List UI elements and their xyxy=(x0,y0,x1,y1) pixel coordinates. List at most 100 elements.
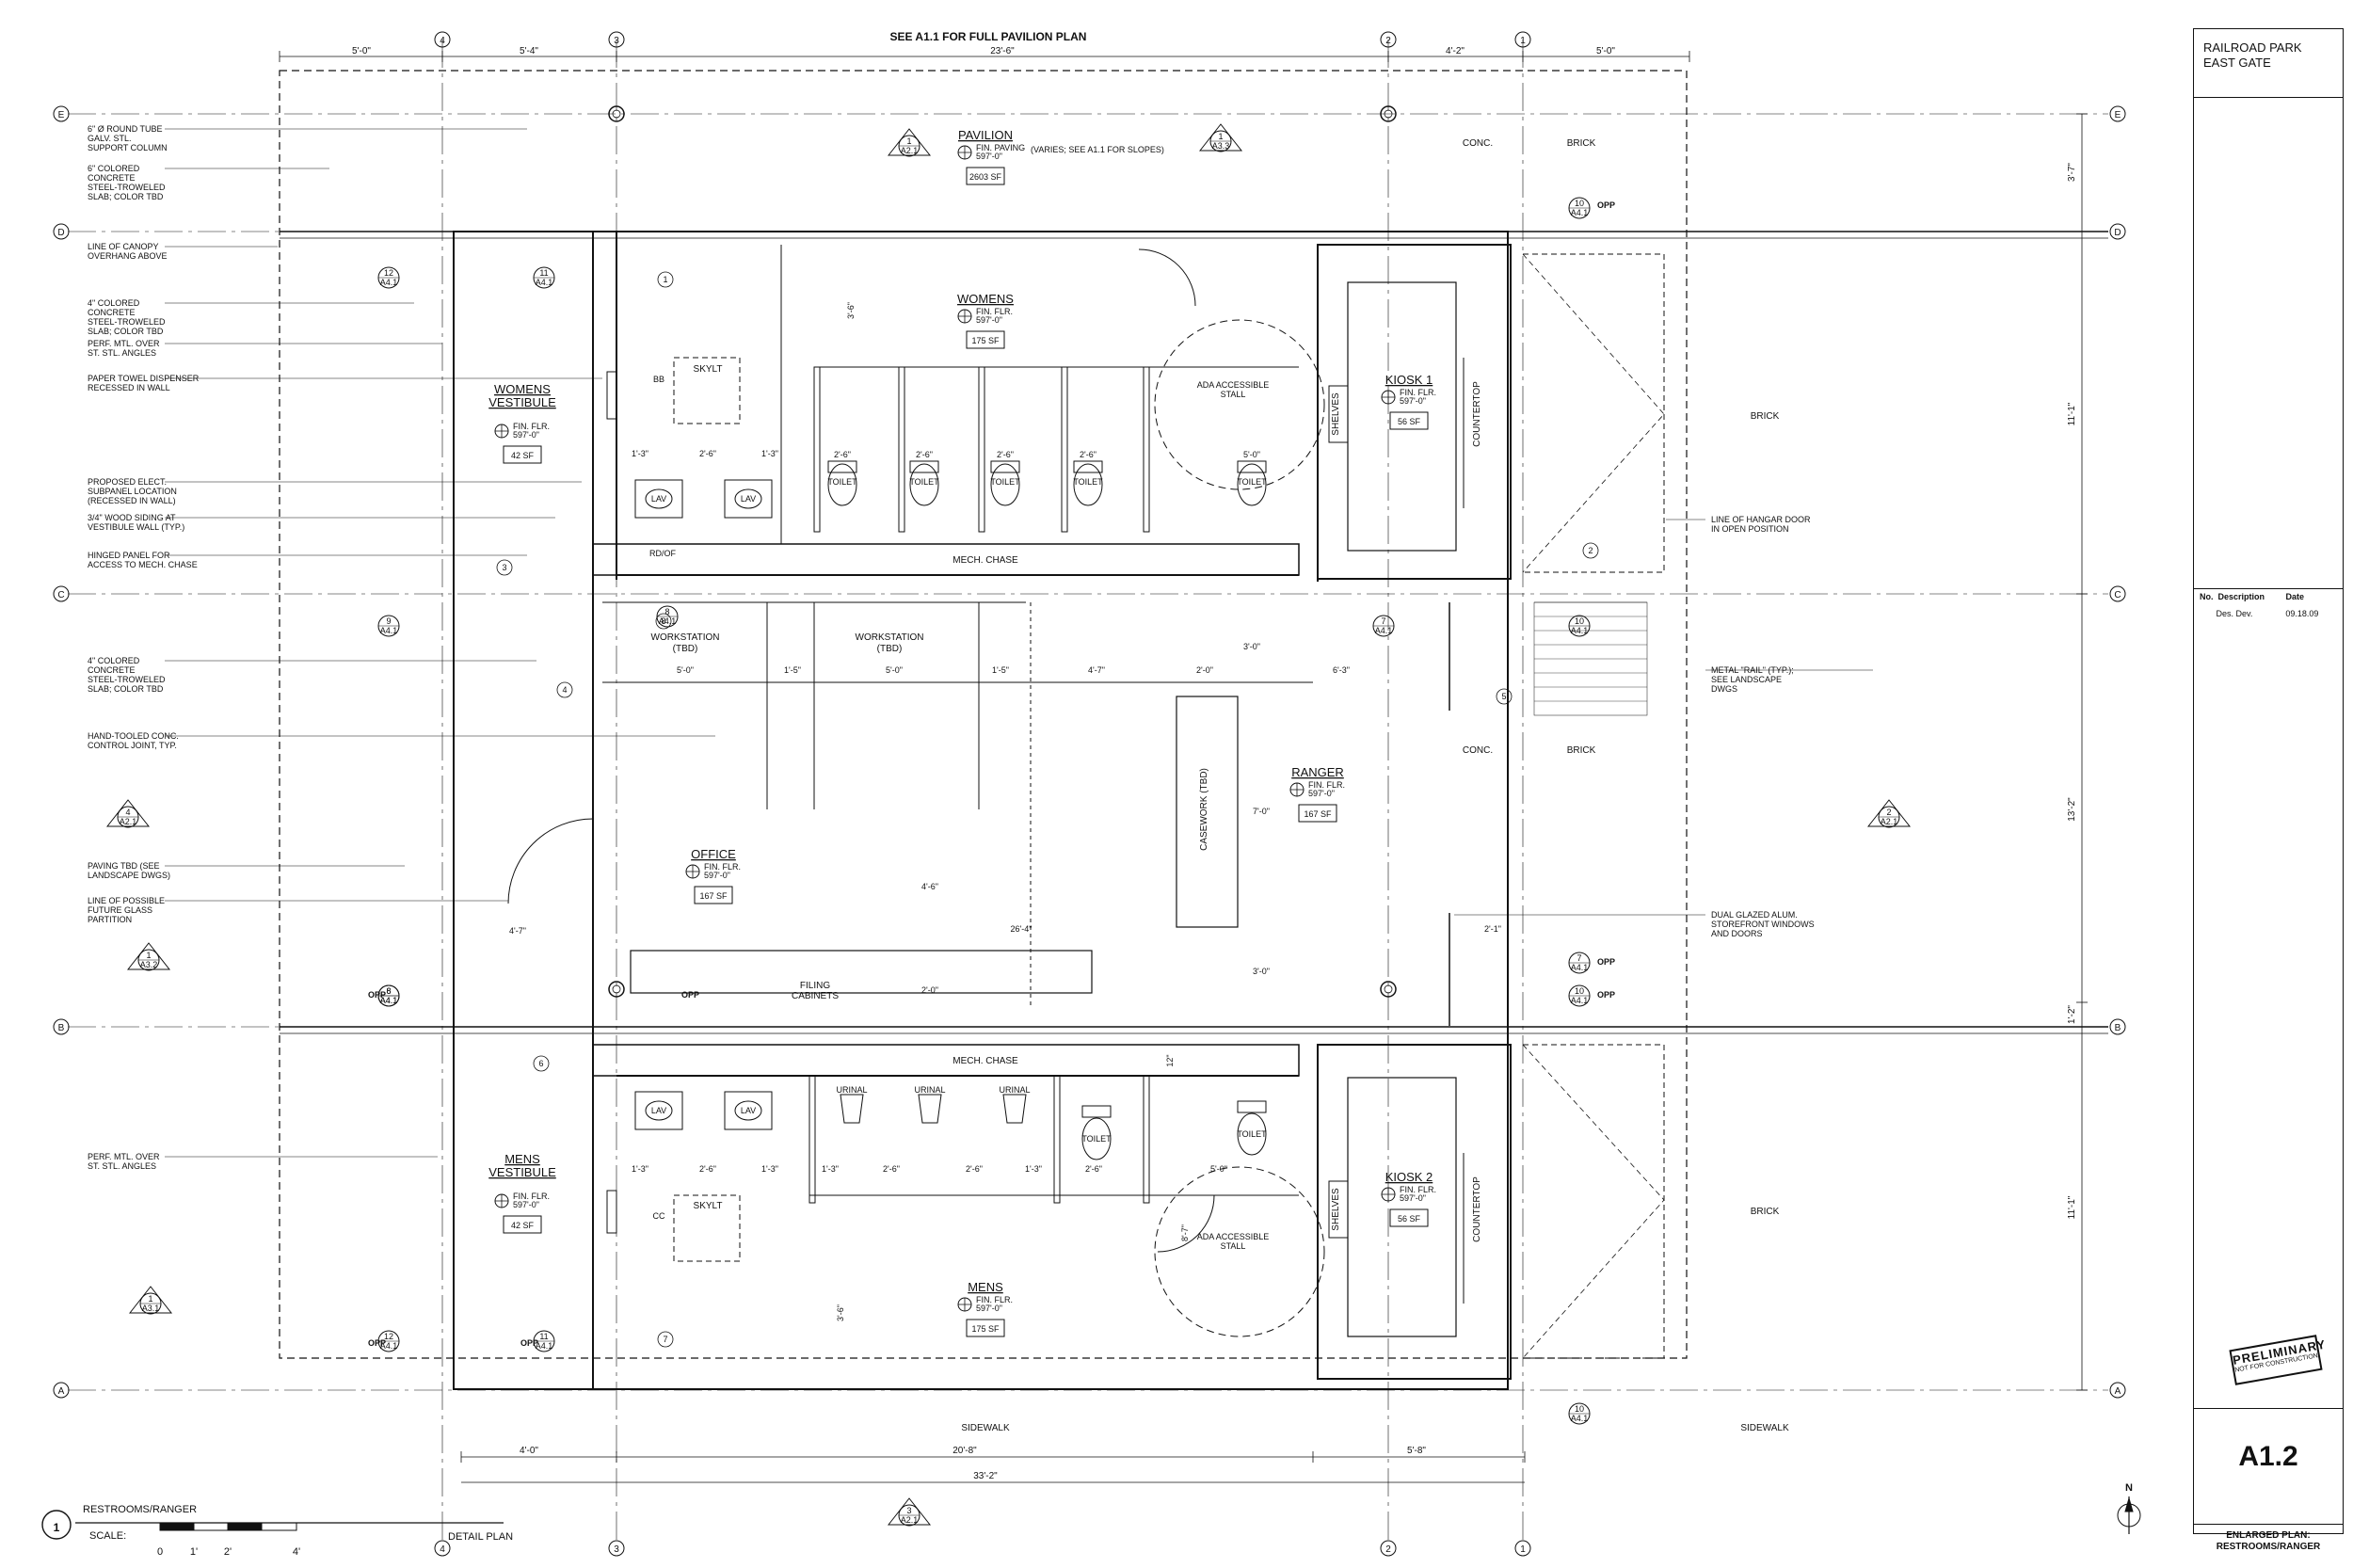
support-column-inner xyxy=(1384,109,1393,119)
room-area-box xyxy=(503,1215,542,1234)
dim-label-top: 5'-0" xyxy=(1596,46,1615,56)
room-elevation: 597'-0" xyxy=(513,1200,539,1209)
keynote-tag xyxy=(655,613,672,630)
elevation-marker-cross xyxy=(958,310,971,323)
room-elevation: 597'-0" xyxy=(976,152,1002,161)
mens-partition xyxy=(1053,1075,1061,1204)
general-note: CONCRETE xyxy=(88,665,136,675)
stall-partition xyxy=(1061,366,1068,533)
dim-interior: 2'-6" xyxy=(699,449,716,458)
grid-label: 3 xyxy=(614,36,619,46)
sidewalk-label: SIDEWALK xyxy=(1740,1423,1789,1433)
ada-label: ADA ACCESSIBLE xyxy=(1197,380,1270,390)
support-column-inner xyxy=(1384,984,1393,994)
elevation-marker-cross xyxy=(495,424,508,438)
drawing-number: 1 xyxy=(54,1521,60,1534)
support-column xyxy=(608,105,625,122)
support-column-inner xyxy=(612,109,621,119)
skylight-label: SKYLT xyxy=(694,1201,723,1211)
grid-bubble xyxy=(53,1018,70,1035)
building-outline xyxy=(453,231,1509,1390)
grid-label: 1 xyxy=(1520,36,1526,46)
revision-header: No. Description Date xyxy=(2200,592,2305,601)
keynote-number: 5 xyxy=(1501,692,1506,701)
room-elevation: 597'-0" xyxy=(1400,1193,1426,1203)
detail-number: 10 xyxy=(1575,199,1584,208)
dim-label-top: 4'-2" xyxy=(1446,46,1465,56)
stall-partition xyxy=(898,366,905,533)
general-note: ACCESS TO MECH. CHASE xyxy=(88,560,198,569)
room-finish: FIN. FLR. xyxy=(1400,1185,1436,1194)
keynote-number: 1 xyxy=(663,275,667,284)
grid-label: 4 xyxy=(440,1544,445,1555)
toilet-icon xyxy=(990,463,1020,506)
ada-label: STALL xyxy=(1221,390,1246,399)
revision-row: Des. Dev. 09.18.09 xyxy=(2216,609,2319,618)
filing-cabinets xyxy=(630,950,1093,994)
stall-partition xyxy=(1143,366,1150,533)
lav-counter xyxy=(634,1091,683,1130)
dim-label-top: 5'-0" xyxy=(352,46,371,56)
general-note: RECESSED IN WALL xyxy=(88,383,170,392)
dim-interior: 2'-0" xyxy=(921,985,938,995)
sink-icon xyxy=(645,1100,673,1121)
dim-interior: 1'-5" xyxy=(784,665,801,675)
brick-label: BRICK xyxy=(1567,138,1596,149)
room-finish: FIN. PAVING xyxy=(976,143,1025,152)
sink-icon xyxy=(645,488,673,509)
sheet-number: A1.2 xyxy=(2238,1441,2298,1472)
grid-bubble xyxy=(608,31,625,48)
ada-label: STALL xyxy=(1221,1241,1246,1251)
detail-sheet: A4.1 xyxy=(1571,626,1589,635)
scale-tick: 4' xyxy=(293,1546,300,1558)
keynote-number: 7 xyxy=(663,1335,667,1344)
detail-number: 10 xyxy=(1575,1404,1584,1414)
keynote-tag xyxy=(1496,688,1513,705)
stall-dim: 2'-6" xyxy=(834,450,851,459)
room-elevation: 597'-0" xyxy=(976,1304,1002,1313)
general-note: ST. STL. ANGLES xyxy=(88,348,156,358)
ada-label: ADA ACCESSIBLE xyxy=(1197,1232,1270,1241)
general-note: (RECESSED IN WALL) xyxy=(88,496,176,505)
dim-label-right: 11'-1" xyxy=(2067,402,2077,425)
ada-turning-circle xyxy=(1154,319,1325,490)
general-note: SUBPANEL LOCATION xyxy=(88,487,177,496)
opp-label: OPP xyxy=(1597,990,1615,1000)
toilet-icon xyxy=(1237,463,1267,506)
general-note: CONCRETE xyxy=(88,173,136,183)
room-name: OFFICE xyxy=(691,847,736,861)
scale-tick: 0 xyxy=(157,1546,163,1558)
urinal-icon xyxy=(840,1094,864,1124)
section-sheet: A3.1 xyxy=(142,1304,160,1313)
title-divider xyxy=(2194,97,2343,98)
general-note: 4" COLORED xyxy=(88,298,140,308)
dim-interior: 6'-3" xyxy=(1333,665,1350,675)
dim-interior: 8'-7" xyxy=(1180,1224,1190,1241)
detail-sheet: A4.1 xyxy=(659,616,677,626)
general-note: 4" COLORED xyxy=(88,656,140,665)
toilet-icon xyxy=(1237,1112,1267,1156)
grid-label: A xyxy=(58,1386,65,1397)
urinal-label: URINAL xyxy=(914,1085,945,1095)
general-note: OVERHANG ABOVE xyxy=(88,251,168,261)
opp-label: OPP xyxy=(1597,957,1615,967)
grid-bubble xyxy=(53,223,70,240)
scale-label: SCALE: xyxy=(89,1530,126,1542)
sheet-title-rule xyxy=(2194,1524,2343,1525)
grid-bubble xyxy=(1380,31,1397,48)
general-note: METAL "RAIL" (TYP.); xyxy=(1711,665,1794,675)
dim-interior: 2'-6" xyxy=(966,1164,983,1174)
keynote-number: 6 xyxy=(538,1059,543,1068)
section-number: 1 xyxy=(146,951,151,960)
section-marker xyxy=(128,1286,173,1314)
keynote-tag xyxy=(496,559,513,576)
room-area: 42 SF xyxy=(511,451,535,460)
detail-number: 6 xyxy=(386,986,391,996)
general-note: 6" COLORED xyxy=(88,164,140,173)
section-marker xyxy=(105,799,151,827)
section-marker xyxy=(126,942,171,970)
detail-number: 12 xyxy=(384,268,393,278)
detail-number: 11 xyxy=(539,268,548,278)
detail-sheet: A4.1 xyxy=(380,996,398,1005)
dim-interior: 5'-0" xyxy=(1210,1164,1227,1174)
